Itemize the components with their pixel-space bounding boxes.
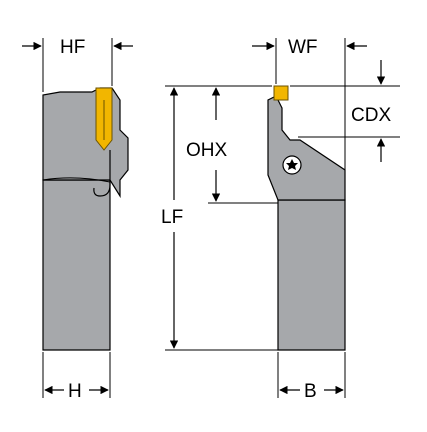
dimension-b: B [277,352,346,402]
side-view-insert [273,85,289,101]
label-hf: HF [60,37,85,58]
dimension-hf: HF [22,37,133,92]
front-view-clamp-slot [93,150,111,197]
dimension-wf: WF [252,37,367,170]
dimension-ohx: OHX [165,85,278,204]
label-ohx: OHX [186,140,228,161]
label-h: H [68,381,82,402]
torx-screw-recess [286,159,298,170]
front-view-shank [42,179,111,351]
dimension-lf: LF [161,87,278,351]
dimension-cdx: CDX [290,60,400,162]
front-view-divider [42,177,111,183]
label-wf: WF [288,37,318,58]
dimension-h: H [42,352,111,402]
label-cdx: CDX [351,105,391,126]
front-view-head [42,87,129,199]
label-lf: LF [161,207,183,228]
front-view [42,87,129,351]
side-view [267,85,346,351]
side-view-head [267,95,346,201]
label-b: B [304,381,317,402]
side-view-shank [277,199,346,351]
